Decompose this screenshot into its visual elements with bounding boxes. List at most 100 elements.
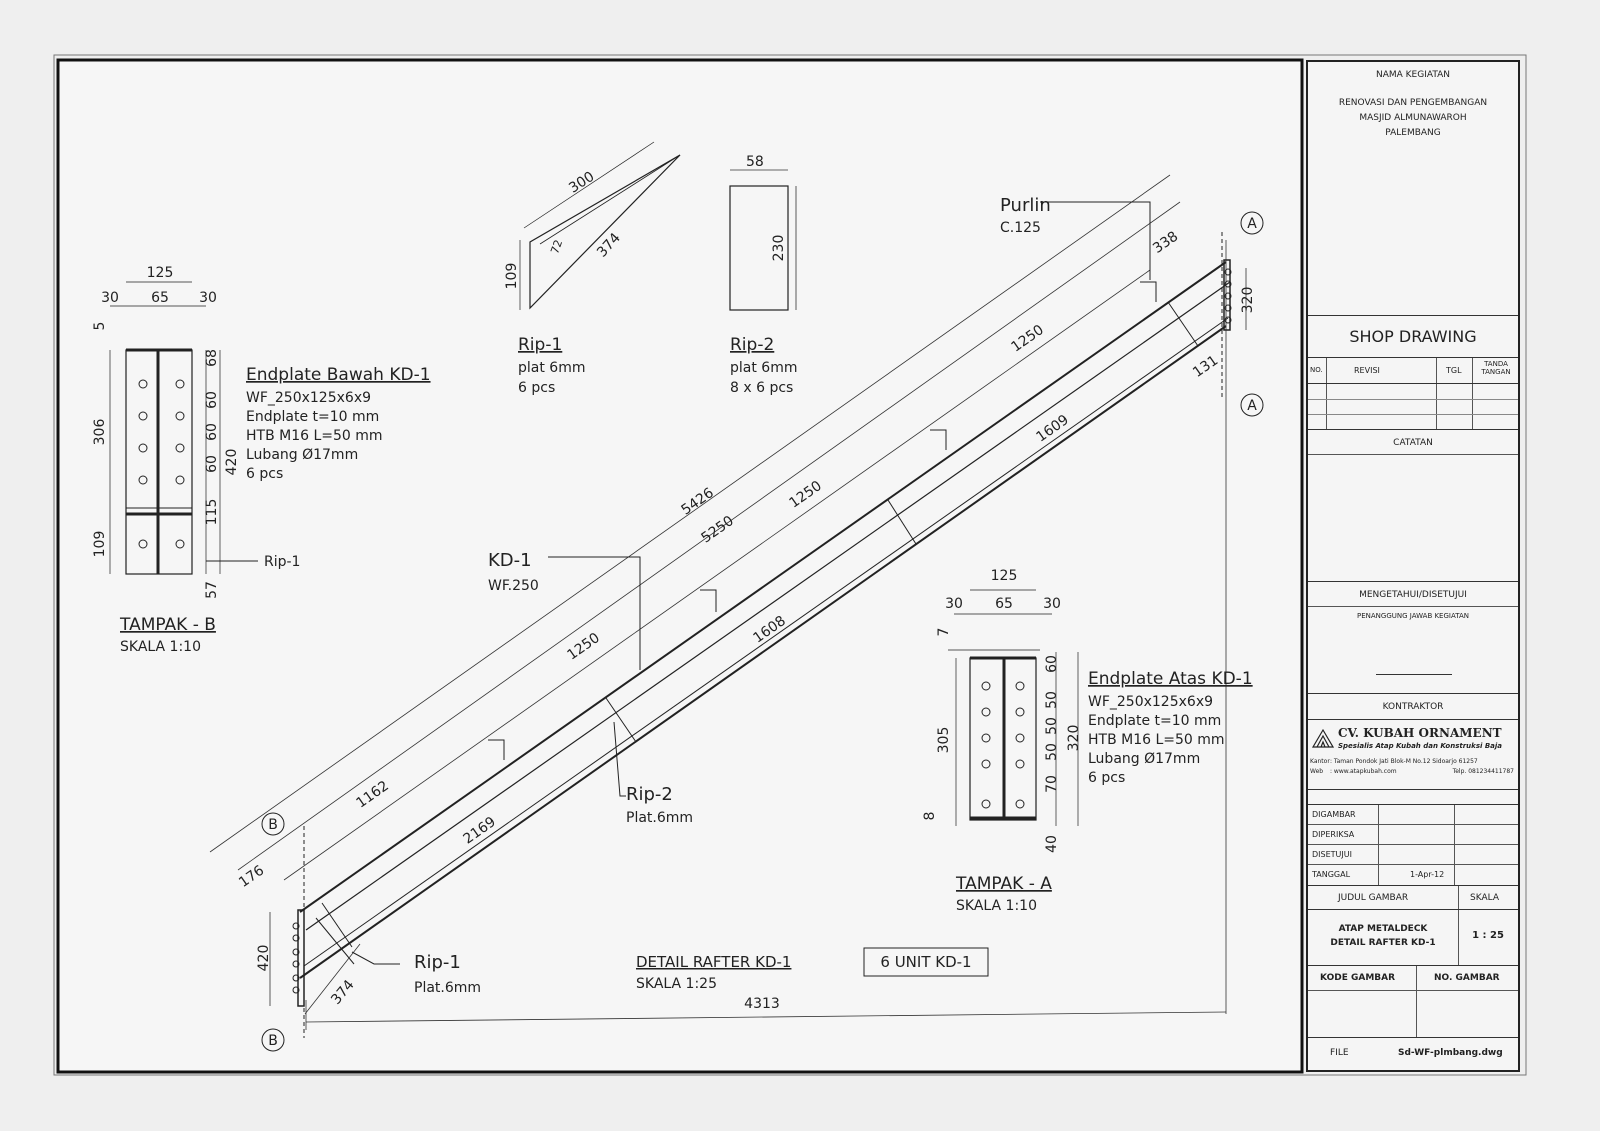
- ta-dim-40: 40: [1044, 835, 1060, 853]
- ta-dim-30b: 30: [1043, 596, 1061, 612]
- tb-dim-68: 68: [204, 349, 220, 367]
- tb-kode: KODE GAMBAR NO. GAMBAR: [1308, 966, 1518, 1038]
- rip2-line1: plat 6mm: [730, 360, 797, 376]
- tb-rip1-label: Rip-1: [264, 554, 300, 570]
- rip1-dim-109: 109: [504, 263, 520, 290]
- outer-border: [53, 54, 1527, 1076]
- label-rip2: Rip-2: [626, 784, 673, 805]
- tb-diperiksa: DIPERIKSA: [1312, 830, 1355, 839]
- ta-note-line-4: Lubang Ø17mm: [1088, 751, 1200, 767]
- tb-shop-drawing: SHOP DRAWING: [1308, 316, 1518, 358]
- tb-kontraktor-label: KONTRAKTOR: [1382, 702, 1444, 712]
- rip1-title: Rip-1: [518, 335, 562, 355]
- tb-judul-label: JUDUL GAMBAR: [1338, 893, 1409, 903]
- ta-dim-30a: 30: [945, 596, 963, 612]
- tb-dim-306: 306: [92, 419, 108, 446]
- tb-rev-tgl: TGL: [1446, 366, 1462, 375]
- leader-lines: [206, 201, 1151, 965]
- ta-dim-65: 65: [995, 596, 1013, 612]
- tb-rev-revisi: REVISI: [1354, 366, 1380, 375]
- tb-dim-60a: 60: [204, 391, 220, 409]
- tb-dim-5: 5: [92, 322, 108, 331]
- tb-tanggal: TANGGAL: [1312, 870, 1351, 879]
- section-b-bottom: B: [268, 1033, 278, 1049]
- section-b-top: B: [268, 817, 278, 833]
- tb-catatan: CATATAN: [1308, 430, 1518, 582]
- tb-skala-value: 1 : 25: [1472, 930, 1504, 941]
- dim-4313: 4313: [744, 996, 780, 1012]
- section-a-top: A: [1247, 216, 1257, 232]
- tb-tanggal-value: 1-Apr-12: [1410, 870, 1445, 879]
- tb-telp: Telp. 081234411787: [1452, 768, 1514, 775]
- tb-project-section: NAMA KEGIATAN RENOVASI DAN PENGEMBANGAN …: [1308, 62, 1518, 316]
- ta-dim-7: 7: [936, 628, 952, 637]
- ta-dim-50c: 50: [1044, 743, 1060, 761]
- tampak-a-scale: SKALA 1:10: [956, 898, 1037, 914]
- label-kd1-sub: WF.250: [488, 578, 539, 594]
- rafter-dimension-lines: [209, 174, 1247, 1030]
- label-rip1-sub: Plat.6mm: [414, 980, 481, 996]
- unit-box-text: 6 UNIT KD-1: [880, 953, 971, 971]
- tb-kode-gambar: KODE GAMBAR: [1320, 973, 1396, 983]
- tb-dim-420: 420: [224, 449, 240, 476]
- tb-kantor-label: Kantor: [1310, 758, 1330, 765]
- rip2-line2: 8 x 6 pcs: [730, 380, 793, 396]
- tb-judul-line-2: DETAIL RAFTER KD-1: [1330, 938, 1436, 948]
- tb-note-line-2: Endplate t=10 mm: [246, 409, 379, 425]
- unit-box: [863, 947, 989, 977]
- tb-dim-30a: 30: [101, 290, 119, 306]
- tb-disetujui: DISETUJUI: [1312, 850, 1352, 859]
- company-logo-icon: [1312, 728, 1334, 748]
- tampak-b-title: TAMPAK - B: [119, 615, 216, 635]
- tb-mengetahui: MENGETAHUI/DISETUJUI PENANGGUNG JAWAB KE…: [1308, 582, 1518, 694]
- tb-company: CV. KUBAH ORNAMENT Spesialis Atap Kubah …: [1308, 720, 1518, 790]
- section-a-bottom: A: [1247, 398, 1257, 414]
- ta-dim-50a: 50: [1044, 691, 1060, 709]
- ta-note-line-1: WF_250x125x6x9: [1088, 694, 1213, 710]
- rafter-kd1: [292, 259, 1232, 1007]
- tb-rev-ttd: TANDA TANGAN: [1481, 360, 1511, 376]
- ta-dim-305: 305: [936, 727, 952, 754]
- tb-kontraktor: KONTRAKTOR: [1308, 694, 1518, 720]
- tb-mengetahui-label: MENGETAHUI/DISETUJUI: [1359, 590, 1467, 600]
- tb-no-gambar: NO. GAMBAR: [1434, 973, 1500, 983]
- rip1-line1: plat 6mm: [518, 360, 585, 376]
- main-title: DETAIL RAFTER KD-1: [636, 953, 791, 971]
- label-rip2-sub: Plat.6mm: [626, 810, 693, 826]
- tb-dim-65: 65: [151, 290, 169, 306]
- tb-approvals: DIGAMBAR DIPERIKSA DISETUJUI TANGGAL 1-Ap…: [1308, 804, 1518, 886]
- rip1-dim-72: 72: [548, 238, 565, 256]
- tb-file-value: Sd-WF-plmbang.dwg: [1398, 1048, 1503, 1058]
- tb-judul-line-1: ATAP METALDECK: [1338, 924, 1428, 934]
- ta-note-line-2: Endplate t=10 mm: [1088, 713, 1221, 729]
- tb-catatan-label: CATATAN: [1393, 438, 1433, 448]
- tb-file-label: FILE: [1330, 1048, 1349, 1058]
- main-scale: SKALA 1:25: [636, 976, 717, 992]
- rip1-detail: [519, 141, 681, 310]
- label-rip1: Rip-1: [414, 952, 461, 973]
- rip1-line2: 6 pcs: [518, 380, 555, 396]
- rip2-dim-230: 230: [771, 235, 787, 262]
- rip2-dim-58: 58: [746, 154, 764, 170]
- tb-skala-label: SKALA: [1470, 893, 1499, 903]
- tb-company-name: CV. KUBAH ORNAMENT: [1338, 726, 1502, 740]
- label-purlin: Purlin: [1000, 195, 1051, 216]
- ta-dim-60: 60: [1044, 655, 1060, 673]
- tb-digambar: DIGAMBAR: [1312, 810, 1356, 819]
- tb-project-line-3: PALEMBANG: [1385, 128, 1441, 138]
- tb-penanggung-label: PENANGGUNG JAWAB KEGIATAN: [1357, 612, 1469, 620]
- tb-rev-no: NO.: [1310, 366, 1323, 374]
- tampak-a-dims: 125 30 65 30 7 305 8 60 50 50 50 70 40 3…: [922, 568, 1082, 853]
- ta-dim-320: 320: [1066, 725, 1082, 752]
- tb-dim-57: 57: [204, 581, 220, 599]
- ta-dim-8: 8: [922, 812, 938, 821]
- tb-dim-125: 125: [147, 265, 174, 281]
- label-kd1: KD-1: [488, 550, 532, 571]
- tb-note-line-3: HTB M16 L=50 mm: [246, 428, 383, 444]
- tb-note-title: Endplate Bawah KD-1: [246, 365, 431, 385]
- rip2-title: Rip-2: [730, 335, 774, 355]
- label-purlin-sub: C.125: [1000, 220, 1041, 236]
- tampak-a-title: TAMPAK - A: [955, 874, 1052, 894]
- tb-judul-header: JUDUL GAMBAR SKALA: [1308, 886, 1518, 910]
